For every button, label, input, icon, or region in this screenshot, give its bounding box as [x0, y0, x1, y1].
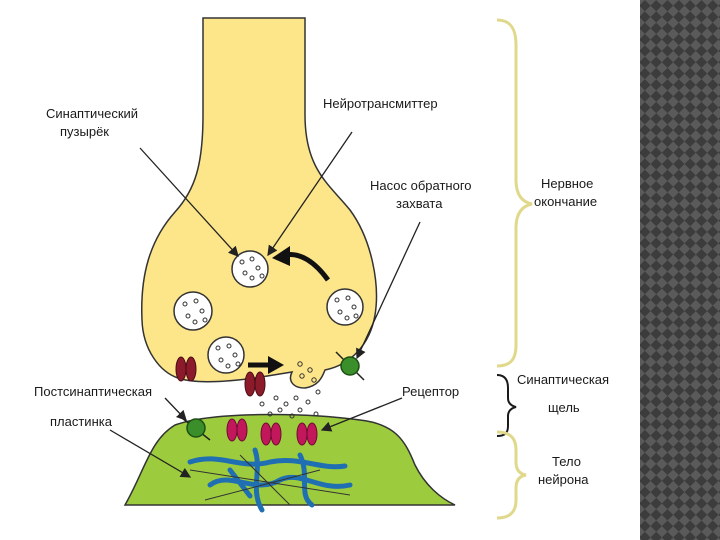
label-synaptic-vesicle: Синаптический пузырёк	[46, 106, 142, 139]
synaptic-vesicles	[173, 250, 364, 383]
vesicle	[231, 250, 269, 288]
label-neurotransmitter: Нейротрансмиттер	[323, 96, 438, 111]
label-neuron-body: Тело нейрона	[538, 454, 589, 487]
label-receptor: Рецептор	[402, 384, 459, 399]
vesicle-fusing	[297, 361, 317, 383]
presynaptic-channels	[175, 356, 266, 397]
brace-nerve-terminal	[496, 18, 533, 368]
pointer-lines	[109, 131, 421, 478]
released-neurotransmitter	[259, 389, 321, 419]
brace-synaptic-cleft	[496, 374, 517, 437]
reuptake-pump-postsynaptic	[181, 417, 211, 441]
label-postsynaptic-plate: Постсинаптическая пластинка	[34, 384, 156, 429]
vesicle	[173, 291, 213, 331]
vesicle	[326, 288, 364, 326]
label-nerve-terminal: Нервное окончание	[534, 176, 597, 209]
brace-neuron-body	[496, 430, 527, 520]
label-synaptic-cleft: Синаптическая щель	[517, 372, 613, 415]
reuptake-pump-presynaptic	[335, 351, 365, 381]
postsynaptic-receptors	[226, 418, 318, 446]
vesicle	[207, 336, 245, 374]
release-flow-arrowhead	[268, 356, 284, 374]
label-reuptake-pump: Насос обратного захвата	[370, 178, 475, 211]
nerve-terminal-shape	[141, 17, 378, 389]
decorative-sidebar	[640, 0, 720, 540]
neuron-thin-fibers	[189, 454, 351, 506]
reuptake-flow-arrowhead	[272, 246, 290, 266]
